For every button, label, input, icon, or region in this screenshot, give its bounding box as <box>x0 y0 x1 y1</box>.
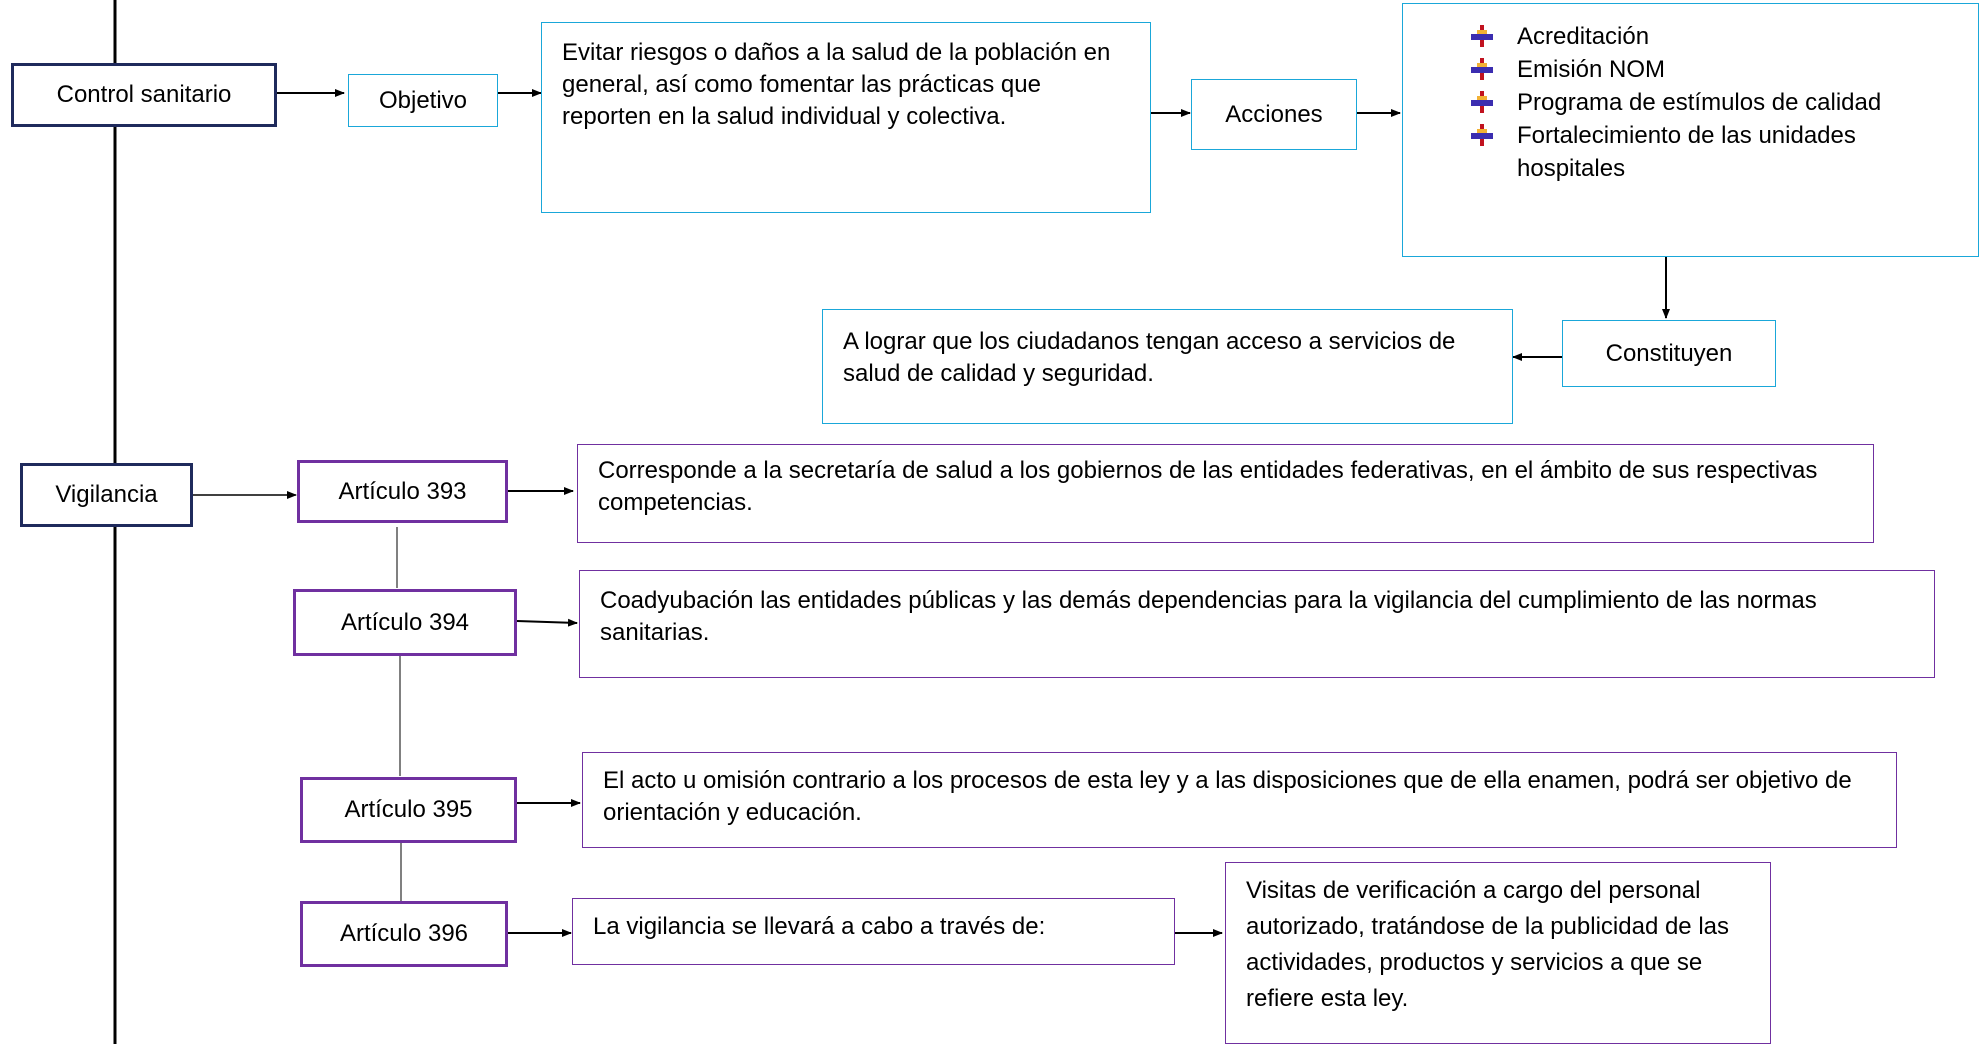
articulo-393-label: Artículo 393 <box>338 477 467 505</box>
objetivo-text-box: Evitar riesgos o daños a la salud de la … <box>541 22 1151 213</box>
articulo-396-label: Artículo 396 <box>339 920 469 947</box>
control-sanitario-box: Control sanitario <box>11 63 277 127</box>
visitas-box: Visitas de verificación a cargo del pers… <box>1225 862 1771 1044</box>
constituyen-text-box: A lograr que los ciudadanos tengan acces… <box>822 309 1513 424</box>
acciones-box: Acciones <box>1191 79 1357 150</box>
articulo-394-box: Artículo 394 <box>293 589 517 656</box>
objetivo-text: Evitar riesgos o daños a la salud de la … <box>562 39 1111 130</box>
articulo-393-text: Corresponde a la secretaría de salud a l… <box>598 457 1818 516</box>
articulo-395-label: Artículo 395 <box>344 796 473 823</box>
arrow-394-text <box>516 618 578 627</box>
visitas-text: Visitas de verificación a cargo del pers… <box>1246 877 1729 1012</box>
articulo-393-box: Artículo 393 <box>297 460 508 523</box>
pushpin-icon <box>1471 124 1493 146</box>
articulo-393-text-box: Corresponde a la secretaría de salud a l… <box>577 444 1874 543</box>
acciones-item: Acreditación <box>1471 20 1938 53</box>
constituyen-text: A lograr que los ciudadanos tengan acces… <box>843 328 1456 387</box>
control-sanitario-label: Control sanitario <box>56 81 232 108</box>
acciones-list: Acreditación Emisión NOM Programa de est… <box>1471 20 1938 185</box>
acciones-item: Programa de estímulos de calidad <box>1471 86 1938 119</box>
articulo-395-text-box: El acto u omisión contrario a los proces… <box>582 752 1897 848</box>
articulo-395-text: El acto u omisión contrario a los proces… <box>603 767 1852 826</box>
articulo-396-text: La vigilancia se llevará a cabo a través… <box>593 913 1046 940</box>
pushpin-icon <box>1471 91 1493 113</box>
articulo-395-box: Artículo 395 <box>300 777 517 843</box>
acciones-list-box: Acreditación Emisión NOM Programa de est… <box>1402 3 1979 257</box>
articulo-396-text-box: La vigilancia se llevará a cabo a través… <box>572 898 1175 965</box>
objetivo-box: Objetivo <box>348 74 498 127</box>
constituyen-label: Constituyen <box>1605 339 1733 367</box>
pushpin-icon <box>1471 58 1493 80</box>
articulo-394-label: Artículo 394 <box>340 608 470 636</box>
acciones-item: Emisión NOM <box>1471 53 1938 86</box>
vigilancia-label: Vigilancia <box>55 481 158 508</box>
acciones-label: Acciones <box>1225 100 1323 128</box>
objetivo-label: Objetivo <box>378 86 468 114</box>
pushpin-icon <box>1471 25 1493 47</box>
vigilancia-box: Vigilancia <box>20 463 193 527</box>
articulo-394-text: Coadyubación las entidades públicas y la… <box>600 587 1817 646</box>
articulo-394-text-box: Coadyubación las entidades públicas y la… <box>579 570 1935 678</box>
constituyen-box: Constituyen <box>1562 320 1776 387</box>
acciones-item: Fortalecimiento de las unidades hospital… <box>1471 119 1938 185</box>
articulo-396-box: Artículo 396 <box>300 901 508 967</box>
